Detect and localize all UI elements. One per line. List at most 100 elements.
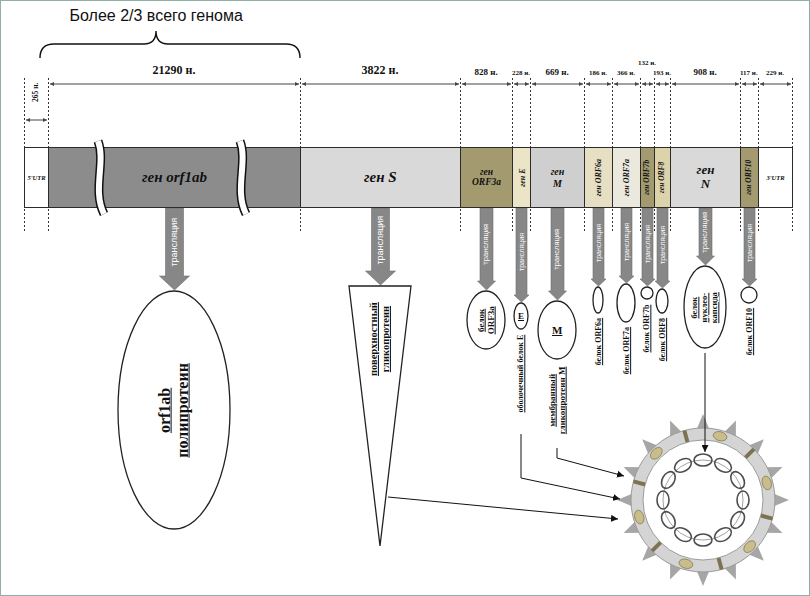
boundary-lines [25,78,793,232]
rna-loop [659,509,678,531]
gene-segment: 3'UTR [758,147,793,208]
gene-label: ген M [548,166,568,189]
rna-loop [728,469,747,491]
dimension-label: 265 н. [32,83,41,102]
translation-arrow [655,208,670,288]
envelope-protein [678,558,694,570]
translation-arrow [366,208,396,285]
break-mark [240,141,246,214]
dimension-arrow [614,84,639,85]
ellipse-outline [655,288,669,314]
dimension-label: 228 н. [512,69,530,77]
gene-label: ген E [517,168,526,186]
ellipse-shape [641,287,653,299]
gene-segment: ген E [512,147,531,208]
rna-loop [659,469,678,491]
protein-shape: белок ORF7b [640,286,654,300]
genome-brace [40,31,300,58]
protein-shape: Eоболочечный белок E [513,302,529,330]
dimension-arrow [514,84,529,85]
translation-arrow [514,208,529,302]
edge-label: трансляция [745,224,753,262]
protein-shape: белок ORF10 [740,286,758,304]
virus-interior [643,440,763,560]
ellipse-outline [740,286,758,304]
break-mark [98,141,104,214]
rna-loop [728,509,747,531]
dimension-label: 3822 н. [362,64,399,78]
translation-arrow [742,208,757,286]
gene-segment: ген ORF8 [654,147,671,208]
envelope-protein [742,539,758,555]
gene-segment: 5'UTR [24,147,49,208]
translation-arrow [591,208,606,286]
dimension-arrow [672,84,739,85]
translation-arrow [697,208,715,265]
gene-label: ген ORF10 [745,160,754,195]
dimension-arrow [50,84,299,85]
edge-label: трансляция [553,229,562,270]
gene-segment: ген ORF7b [640,147,655,208]
ellipse-shape [514,303,528,329]
protein-shape: белок ORF6a [592,286,604,314]
protein-shape: белок ORF3a [466,290,506,350]
envelope-protein [633,509,645,525]
rna-loop [672,525,694,544]
dimension-label: 186 н. [589,69,607,77]
ellipse-shape [656,289,668,313]
dimension-arrow [462,84,511,85]
protein-label: оболочечный белок E [516,335,525,413]
protein-shape: Mмембранный гликопротеин M [537,300,577,360]
membrane-protein [717,557,724,570]
rna-loop [712,456,734,475]
virus-envelope [631,428,775,572]
gene-label: ген orf1ab [142,169,207,186]
edge-label: трансляция [658,226,666,264]
gene-segment: ген ORF10 [740,147,759,208]
dimension-arrows [26,84,791,120]
dimension-label: 132 н. [638,59,656,67]
ellipse-shape [118,291,230,529]
membrane-protein [744,448,755,459]
protein-label: белок нуклео-капсида [690,287,719,327]
membrane-protein [682,430,689,443]
dimension-label: 117 н. [740,69,758,77]
dimension-label: 908 н. [694,67,717,77]
membrane-protein [651,541,662,552]
protein-shape: белок ORF7a [616,283,636,323]
protein-label: белок ORF10 [745,308,754,355]
membrane-protein [633,479,646,486]
gene-segment: ген S [300,147,461,208]
gene-label: ген N [692,163,720,193]
envelope-protein [712,430,728,442]
ellipse-shape [684,266,726,348]
dimension-arrow [26,120,47,121]
virus-illustration [617,414,789,586]
leader-arrow [388,497,618,519]
protein-label: E [518,311,524,321]
dimension-arrow [642,84,653,85]
dimension-arrow [532,84,583,85]
translation-arrow [549,208,567,300]
envelope-protein [648,445,664,461]
gene-segment: ген orf1ab [48,147,301,208]
gene-segment: ген ORF3a [460,147,513,208]
edge-label: трансляция [643,225,651,263]
protein-label: белок ORF7b [642,304,651,352]
protein-label: поверхностный гликопротеин [368,299,392,379]
gene-segment: ген M [530,147,585,208]
rna-loop [712,525,734,544]
dimension-arrow [742,84,757,85]
protein-label: мембранный гликопротеин M [547,363,568,437]
ellipse-shape [593,287,603,313]
gene-label: ген S [364,169,397,186]
dimension-arrow [656,84,669,85]
rna-loop [694,454,712,466]
protein-label: белок ORF3a [476,303,497,337]
edge-label: трансляция [622,223,630,261]
ellipse-shape [538,301,576,359]
